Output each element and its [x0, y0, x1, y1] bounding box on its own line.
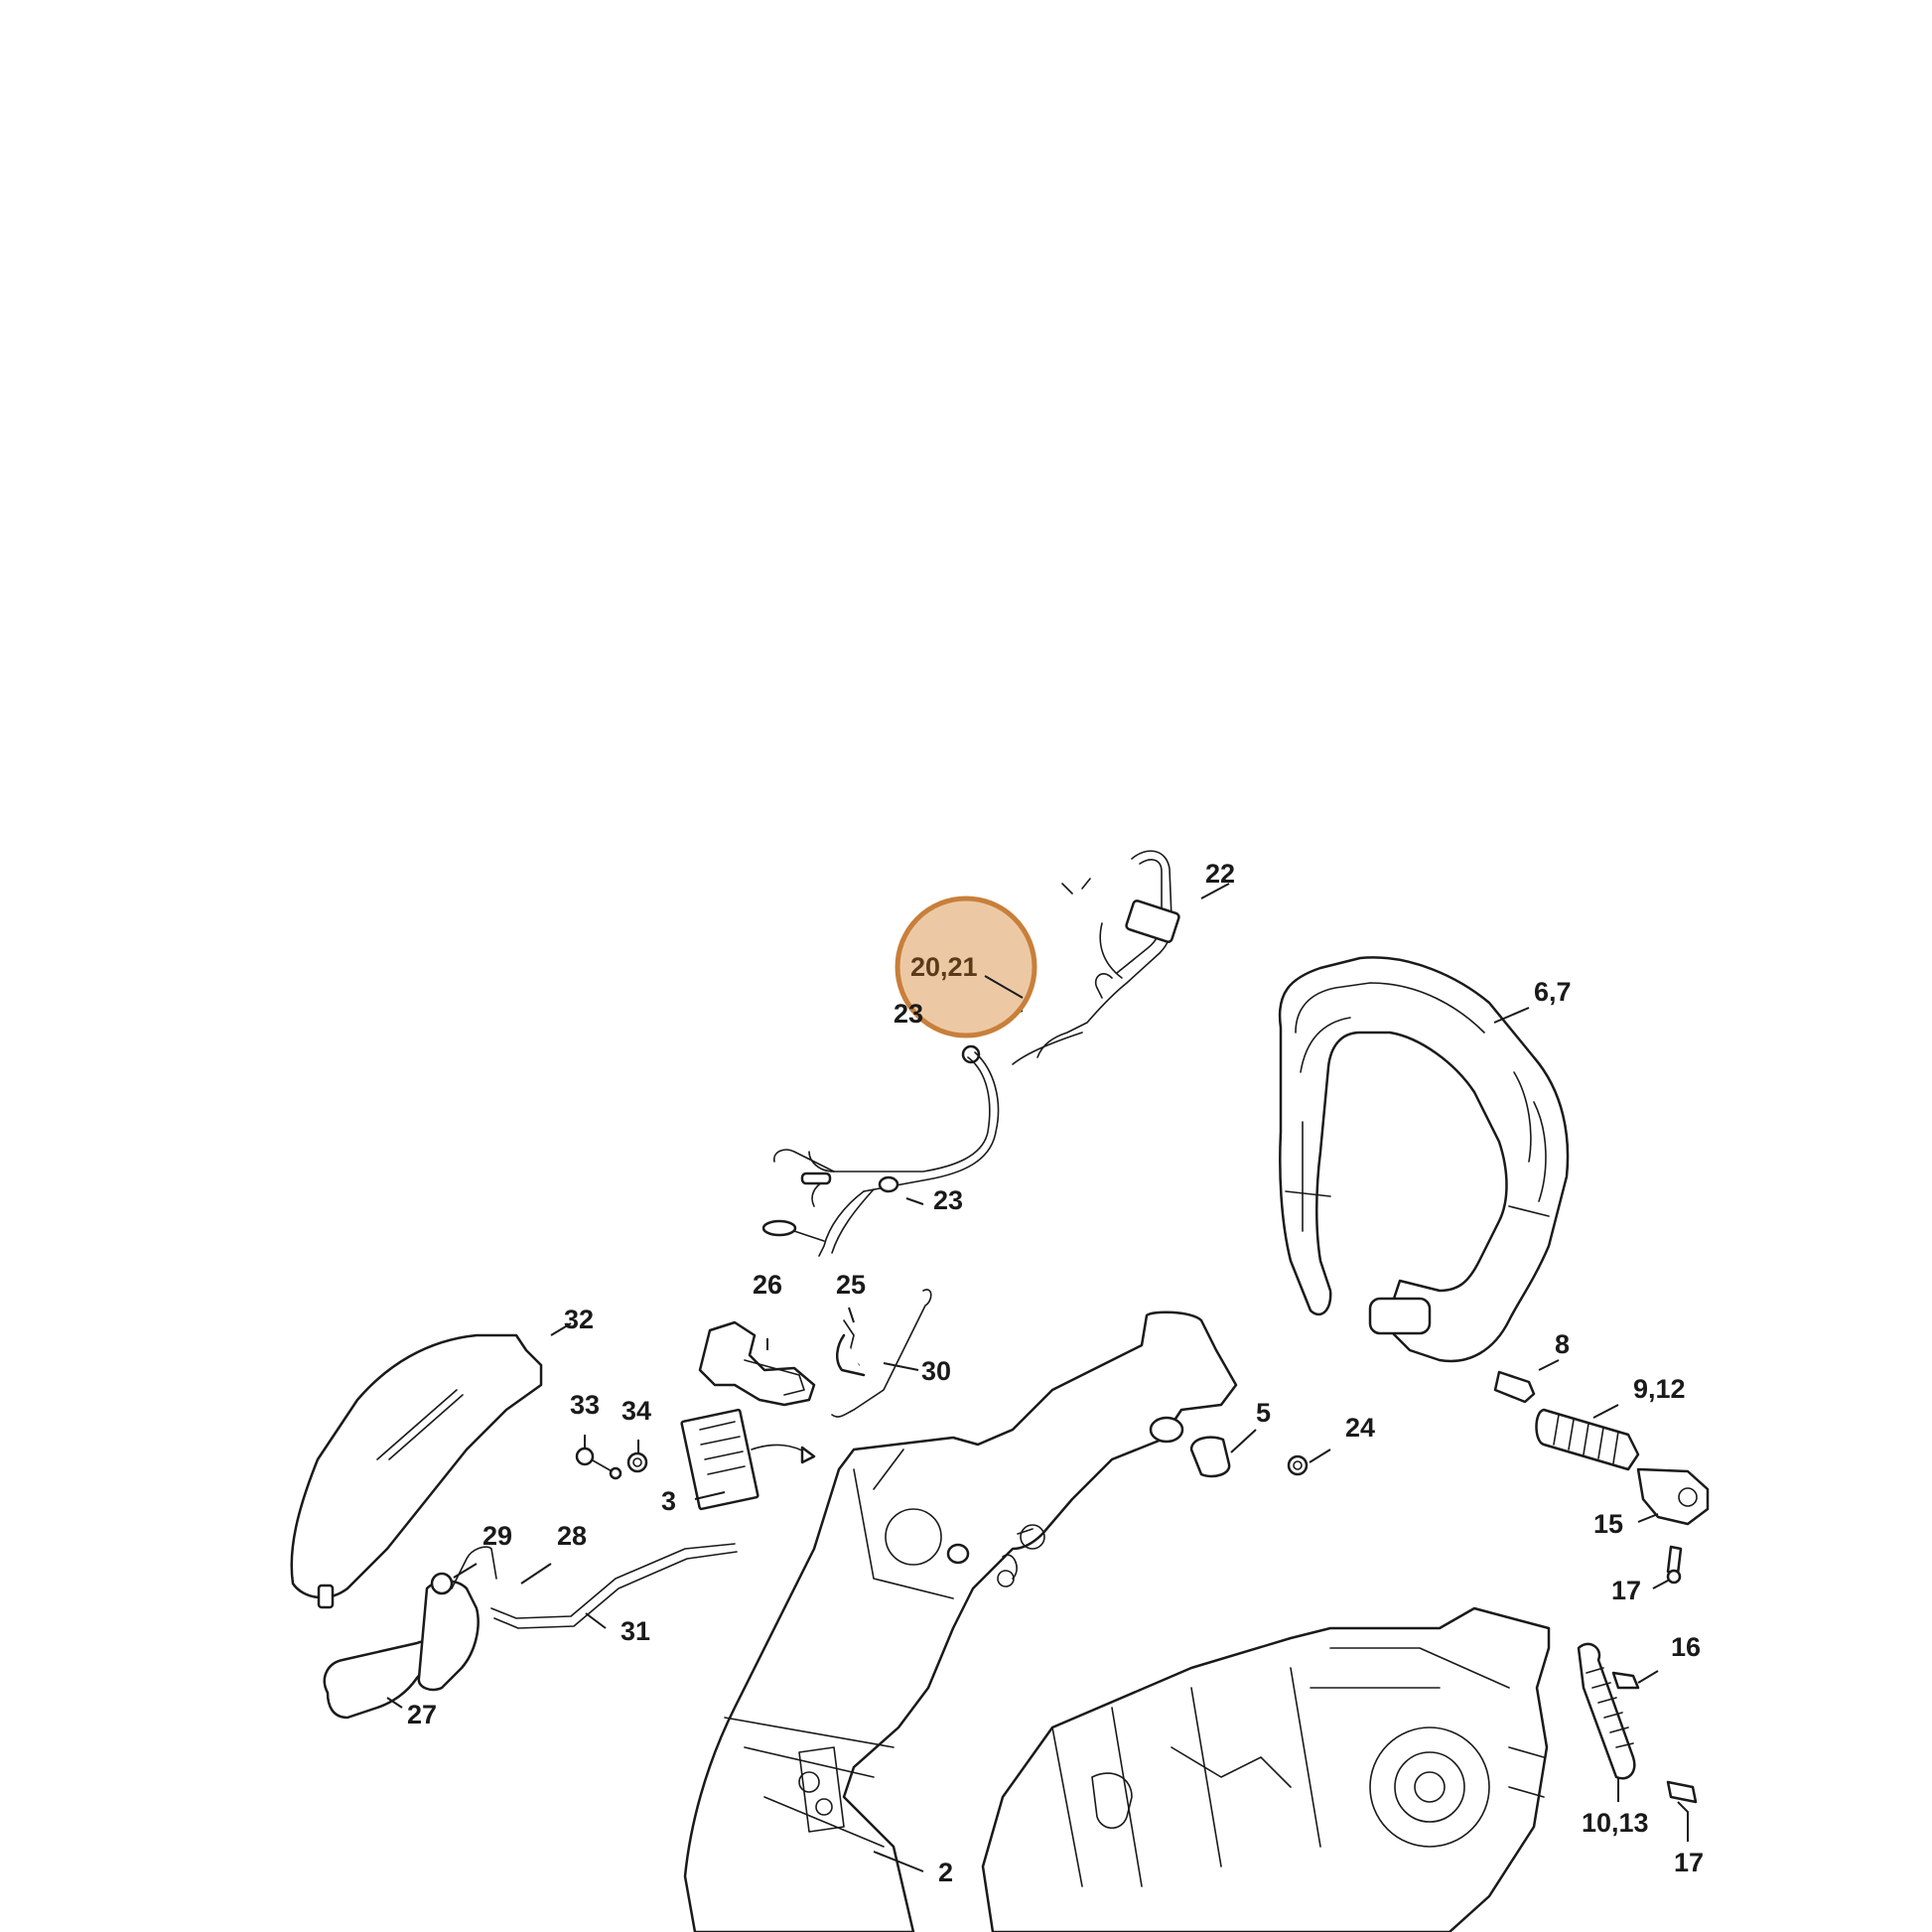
highlight-marker[interactable] [895, 896, 1037, 1038]
part-5[interactable] [1189, 1436, 1231, 1478]
warning-decal [798, 1746, 845, 1833]
callout-5: 5 [1256, 1398, 1271, 1428]
small-parts [575, 1370, 1710, 1804]
callout-28: 28 [557, 1521, 587, 1551]
spring-25[interactable] [836, 1333, 866, 1377]
callout-17-a: 17 [1611, 1576, 1641, 1605]
screw-8[interactable] [1493, 1370, 1536, 1404]
screw-17b[interactable] [1666, 1780, 1698, 1804]
callout-34: 34 [621, 1396, 651, 1426]
wiring-harness [761, 850, 1180, 1257]
callout-2: 2 [938, 1858, 953, 1887]
spring-10-13[interactable] [1577, 1642, 1636, 1780]
callout-23: 23 [933, 1185, 963, 1215]
callout-29: 29 [483, 1521, 512, 1551]
part-24[interactable] [1287, 1454, 1309, 1476]
callout-22: 22 [1205, 859, 1235, 889]
highlight-circle[interactable] [895, 896, 1037, 1038]
lever-group [323, 1543, 738, 1720]
callout-31: 31 [621, 1616, 650, 1646]
callout-20-21[interactable]: 20,21 [910, 952, 978, 982]
callout-8: 8 [1555, 1329, 1570, 1359]
callout-32: 32 [564, 1305, 594, 1334]
callout-30: 30 [921, 1356, 951, 1386]
screw-16[interactable] [1611, 1671, 1640, 1690]
terminal [800, 1172, 832, 1185]
spring-9-12[interactable] [1535, 1408, 1640, 1471]
grommet [961, 1044, 981, 1064]
handlebar [1278, 956, 1570, 1363]
label-3 [680, 1408, 816, 1511]
callout-27: 27 [407, 1700, 437, 1729]
leader-lines [386, 883, 1689, 1872]
part-15[interactable] [1636, 1467, 1710, 1526]
callout-25: 25 [836, 1270, 866, 1300]
callout-labels: 22 23 20,21 6,7 23 26 25 30 32 8 9,12 33… [407, 859, 1704, 1887]
terminal-2 [761, 1219, 797, 1237]
callout-15: 15 [1593, 1509, 1623, 1539]
callout-6-7: 6,7 [1534, 977, 1572, 1007]
callout-26: 26 [753, 1270, 782, 1300]
engine-housing [981, 1606, 1551, 1932]
callout-24: 24 [1345, 1413, 1375, 1443]
callout-23-partial: 23 [894, 999, 923, 1029]
callout-10-13: 10,13 [1582, 1808, 1649, 1838]
part-34[interactable] [626, 1451, 648, 1473]
part-33[interactable] [575, 1447, 595, 1466]
callout-9-12: 9,12 [1633, 1374, 1686, 1404]
callout-3: 3 [661, 1486, 676, 1516]
rear-handle-hole [1149, 1416, 1184, 1444]
handlebar-clamp [1368, 1297, 1432, 1335]
trigger-assembly [698, 1289, 932, 1418]
spring-29[interactable] [430, 1572, 454, 1595]
decal-3[interactable] [680, 1408, 759, 1511]
connector-22[interactable] [1125, 899, 1180, 943]
callout-17-b: 17 [1674, 1848, 1704, 1877]
callout-16: 16 [1671, 1632, 1701, 1662]
grommet-23 [878, 1175, 899, 1193]
cover-32 [290, 1333, 543, 1609]
rear-handle-2 [683, 1311, 1238, 1932]
lever-28[interactable] [417, 1580, 480, 1692]
callout-33: 33 [570, 1390, 600, 1420]
